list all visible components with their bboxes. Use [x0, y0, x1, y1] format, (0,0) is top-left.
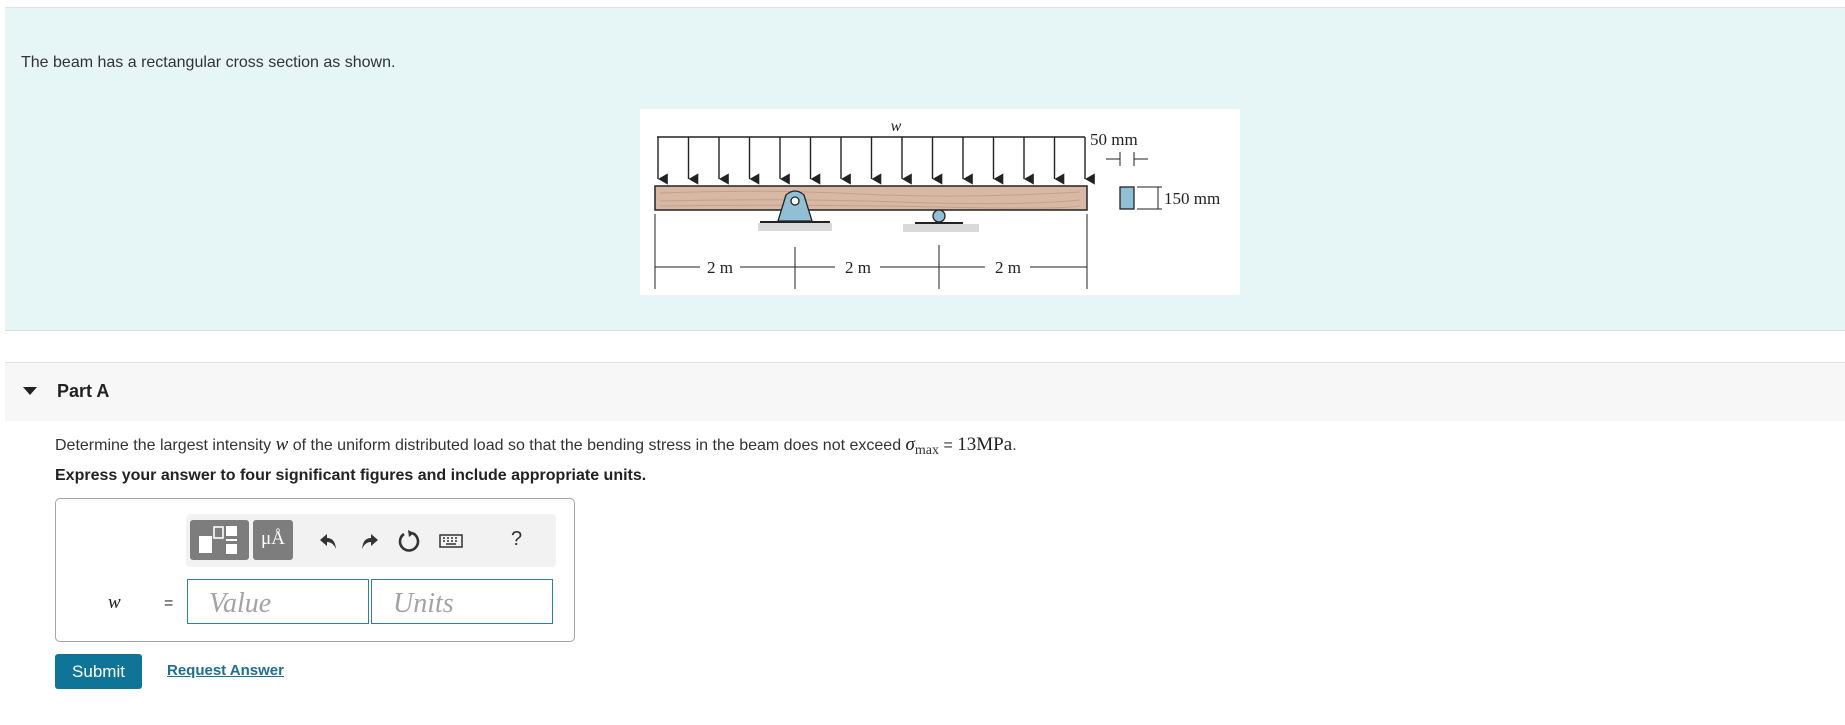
help-button[interactable]: ? — [511, 528, 523, 550]
question-equals: = — [943, 437, 953, 454]
units-button[interactable]: μÅ — [253, 520, 293, 560]
top-divider — [5, 7, 1845, 8]
units-button-label: μÅ — [261, 528, 285, 549]
math-toolbar: μÅ ? — [186, 514, 556, 567]
span-dimensions — [654, 214, 1088, 289]
load-arrows — [657, 137, 1095, 185]
answer-equals: = — [164, 595, 174, 612]
keyboard-icon[interactable] — [436, 526, 466, 556]
cross-section — [1119, 186, 1135, 210]
section-height-label: 150 mm — [1164, 189, 1220, 208]
section-width-label: 50 mm — [1090, 130, 1138, 149]
problem-intro-text: The beam has a rectangular cross section… — [21, 54, 396, 71]
question-text-middle: of the uniform distributed load so that … — [292, 437, 902, 454]
stress-value: 13MPa — [957, 434, 1013, 455]
value-input[interactable] — [187, 579, 369, 624]
section-height-dimension — [1137, 186, 1162, 210]
sigma-symbol: σ — [905, 434, 915, 455]
beam-figure: w — [640, 109, 1240, 295]
span-label-3: 2 m — [995, 258, 1021, 277]
submit-button[interactable]: Submit — [55, 654, 142, 689]
templates-icon — [199, 526, 237, 554]
undo-icon[interactable] — [314, 526, 344, 556]
redo-icon[interactable] — [354, 526, 384, 556]
roller-support — [903, 209, 979, 232]
beam-diagram: w — [654, 118, 1220, 289]
question-text-start: Determine the largest intensity — [55, 437, 272, 454]
section-width-dimension — [1106, 152, 1148, 166]
span-label-1: 2 m — [707, 258, 733, 277]
answer-variable: w — [108, 592, 121, 613]
part-a-header[interactable]: Part A — [5, 362, 1845, 421]
question-variable: w — [275, 434, 289, 455]
answer-instruction: Express your answer to four significant … — [55, 467, 647, 484]
pin-support — [758, 190, 832, 231]
question-text: Determine the largest intensity w of the… — [55, 434, 1017, 458]
beam — [654, 185, 1088, 211]
units-input[interactable] — [371, 579, 553, 624]
templates-button[interactable] — [190, 520, 249, 560]
question-period: . — [1012, 437, 1017, 454]
reset-icon[interactable] — [394, 526, 424, 556]
part-title: Part A — [57, 381, 110, 401]
request-answer-link[interactable]: Request Answer — [167, 662, 284, 679]
problem-statement: The beam has a rectangular cross section… — [5, 8, 1845, 331]
collapse-caret-icon[interactable] — [23, 387, 37, 395]
span-label-2: 2 m — [845, 258, 871, 277]
sigma-subscript: max — [914, 443, 940, 458]
load-label: w — [891, 118, 902, 135]
answer-box: μÅ ? w = — [55, 498, 575, 642]
